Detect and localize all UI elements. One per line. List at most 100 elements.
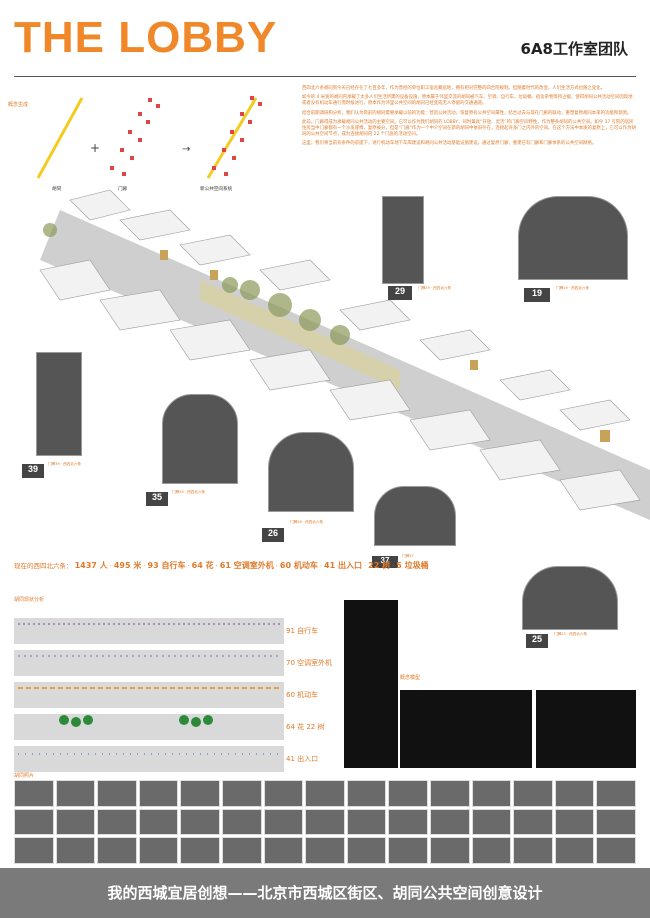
header-divider (14, 76, 636, 77)
hutong-photo (180, 808, 220, 836)
photo-porch-19 (518, 196, 628, 280)
svg-text:+: + (90, 141, 100, 155)
intro-paragraph: 此前，门廊得成为承载胡同公共活动的主要空间。它可以作为我们胡同的 LOBBY，同… (302, 119, 636, 138)
hutong-photo (263, 808, 304, 836)
model-photo-vertical (344, 600, 398, 768)
hutong-photo (346, 837, 387, 864)
plaque-29: 29 (388, 286, 412, 300)
plaque-19: 19 (524, 288, 550, 302)
hutong-photo (14, 837, 54, 864)
intro-paragraph: 结合前期调研和分析，我们认为目前的胡同需要承载以前的功能：营造公共活动，恢复原有… (302, 110, 632, 116)
hutong-photo-grid (14, 780, 636, 864)
hutong-photo (305, 837, 345, 864)
analysis-map-ac (14, 650, 284, 676)
hutong-photo (180, 837, 220, 864)
analysis-map-greenery (14, 714, 284, 740)
hutong-photo (388, 780, 428, 807)
concept-label-hutong: 胡同 (52, 187, 62, 192)
hutong-photo (429, 837, 470, 864)
greenery-dots (59, 715, 213, 727)
photo-porch-35 (162, 394, 238, 484)
building-blocks (39, 190, 641, 511)
hutong-photo (346, 808, 387, 836)
hutong-photo (554, 808, 595, 836)
photo-porch-39 (36, 352, 82, 456)
hutong-photo (221, 808, 262, 836)
intro-paragraph: 如今的 4 米宽的胡同内承载了太多人们生活所需的设备设施，原本属于邻里交流的胡同… (302, 95, 633, 107)
analysis-label-entrances: 41 出入口 (286, 755, 319, 763)
plaque-37: 37 (372, 556, 398, 568)
hutong-photo (55, 837, 96, 864)
hutong-photo (429, 808, 470, 836)
footer-banner: 我的西城宜居创想——北京市西城区街区、胡同公共空间创意设计 (0, 868, 650, 918)
stat-cars: 60 机动车 (279, 561, 318, 570)
tree-cluster (43, 223, 350, 345)
analysis-label-greenery: 64 花 22 树 (286, 723, 325, 731)
analysis-heading: 胡同现状分析 (14, 597, 45, 603)
intro-text: 西四北六条胡同到今天已经存在了七百多年，作为曾经的单位职工宿舍聚居地，拥有相对完… (302, 86, 636, 151)
stat-people: 1437 人 (74, 561, 108, 570)
model-photo-2 (536, 690, 636, 768)
hutong-photo (554, 837, 595, 864)
door-markers (110, 98, 160, 176)
stat-entrances: 41 出入口 (324, 561, 362, 570)
hutong-photo (471, 808, 512, 836)
hutong-photo (346, 780, 387, 807)
axonometric-plan (39, 190, 650, 520)
hutong-photo (97, 780, 137, 807)
hutong-photo (513, 780, 553, 807)
porch-markers (160, 250, 610, 442)
hutong-photo (97, 808, 137, 836)
plaque-39: 39 (22, 464, 44, 478)
new-system-doors (212, 96, 262, 176)
stats-prefix: 现在的西四北六条： (14, 562, 73, 570)
hutong-line (36, 97, 84, 179)
team-name: 6A8工作室团队 (520, 40, 628, 58)
hutong-photo (97, 837, 137, 864)
hutong-photo (138, 780, 179, 807)
green-zone (200, 280, 400, 390)
hutong-photo (471, 837, 512, 864)
analysis-label-bikes: 91 自行车 (286, 627, 319, 635)
hutong-photo (596, 780, 636, 807)
caption-39: 门牌39 · 西四北六条 (48, 462, 82, 466)
stats-line: 现在的西四北六条： 1437 人 · 495 米 · 93 自行车 · 64 花… (14, 561, 429, 570)
hutong-photo (388, 837, 428, 864)
hutong-photo (55, 808, 96, 836)
concept-label-system: 新公共空间系统 (200, 187, 233, 192)
photo-porch-25 (522, 566, 618, 630)
hutong-photo (138, 837, 179, 864)
analysis-label-cars: 60 机动车 (286, 691, 319, 699)
photo-porch-37 (374, 486, 456, 546)
hutong-photo (180, 780, 220, 807)
hutong-photo (513, 837, 553, 864)
stat-ac: 61 空调室外机 (219, 561, 274, 570)
hutong-photo (263, 837, 304, 864)
hutong-photo (471, 780, 512, 807)
caption-25: 门牌25 · 西四北六条 (554, 632, 588, 636)
caption-26: 门牌26 · 西四北六条 (290, 520, 324, 524)
hutong-photo (305, 808, 345, 836)
analysis-map-bikes (14, 618, 284, 644)
caption-29: 门牌29 · 西四北六条 (418, 286, 452, 290)
model-photo-1 (400, 690, 532, 768)
analysis-label-ac: 70 空调室外机 (286, 659, 333, 667)
plaque-26: 26 (262, 528, 284, 542)
hutong-photo (138, 808, 179, 836)
new-system-line (206, 97, 258, 179)
photo-porch-29 (382, 196, 424, 284)
analysis-map-cars (14, 682, 284, 708)
stat-trees: 22 树 (368, 561, 391, 570)
stat-flowers: 64 花 (191, 561, 214, 570)
caption-19: 门牌19 · 西四北六条 (556, 286, 590, 290)
stat-bikes: 93 自行车 (147, 561, 186, 570)
photos-heading: 胡同照片 (14, 773, 35, 779)
analysis-map-entrances (14, 746, 284, 772)
hutong-photo (221, 780, 262, 807)
hutong-photo (429, 780, 470, 807)
poster-title: THE LOBBY (14, 13, 278, 62)
hutong-photo (596, 837, 636, 864)
hutong-photo (14, 808, 54, 836)
hutong-photo (221, 837, 262, 864)
plaque-25: 25 (526, 634, 548, 648)
